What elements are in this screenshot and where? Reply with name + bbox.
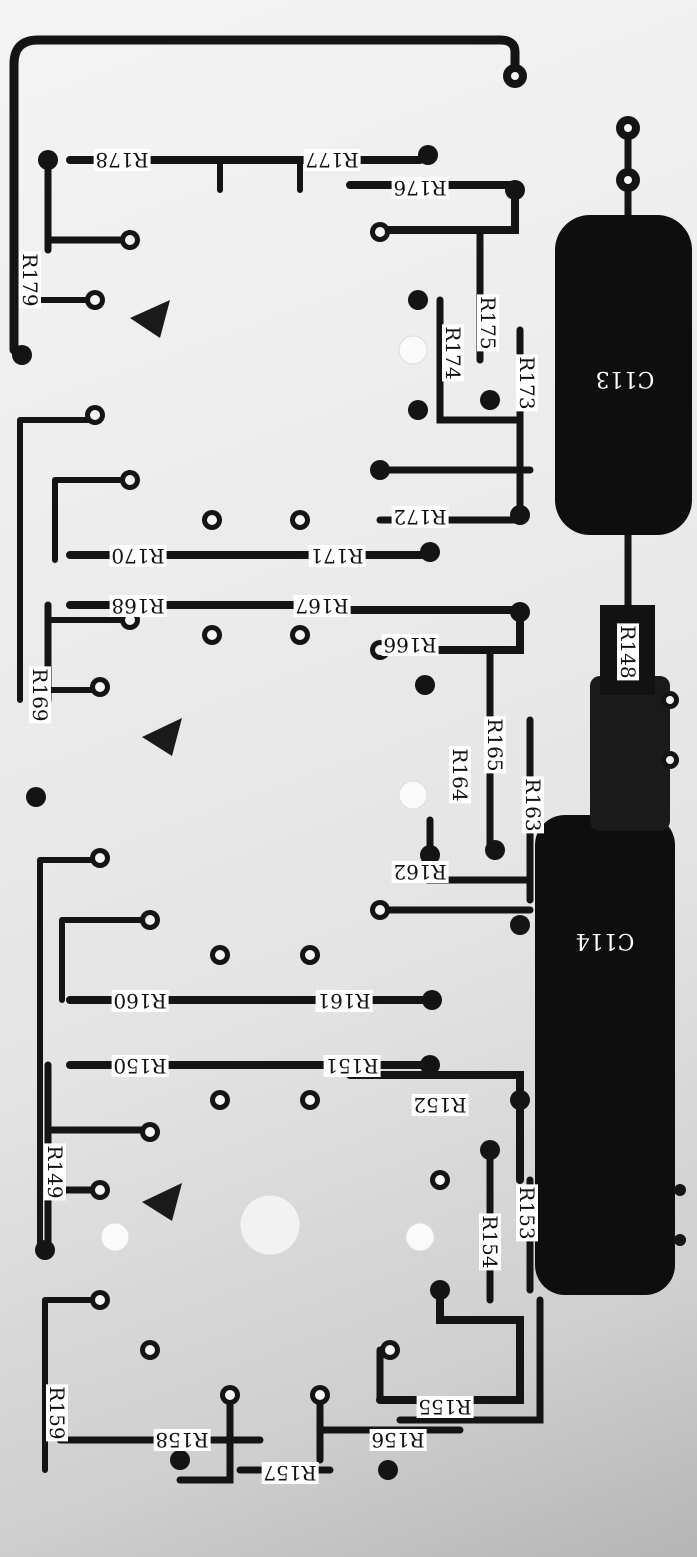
label-r176: R176 [391,176,449,200]
label-r174: R174 [441,324,465,382]
label-r166: R166 [381,633,439,657]
label-r157: R157 [261,1461,319,1485]
label-r162: R162 [391,860,449,884]
label-c114: C114 [575,928,635,953]
capacitor-c114-body [535,815,675,1295]
label-r155: R155 [416,1395,474,1419]
label-c113: C113 [595,366,655,391]
label-r159: R159 [45,1384,69,1442]
label-r173: R173 [515,354,539,412]
label-r154: R154 [478,1213,502,1271]
label-r171: R171 [308,544,366,568]
label-r179: R179 [18,251,42,309]
label-r160: R160 [111,989,169,1013]
label-r170: R170 [109,544,167,568]
label-r175: R175 [476,294,500,352]
label-r178: R178 [93,148,151,172]
label-r150: R150 [111,1054,169,1078]
label-r153: R153 [515,1184,539,1242]
label-r164: R164 [448,746,472,804]
label-r148: R148 [616,623,640,681]
label-r158: R158 [153,1428,211,1452]
capacitor-c113-body [555,215,692,535]
label-r152: R152 [411,1093,469,1117]
label-r151: R151 [323,1054,381,1078]
label-r177: R177 [303,148,361,172]
label-r165: R165 [483,716,507,774]
label-r161: R161 [315,989,373,1013]
label-r167: R167 [293,594,351,618]
label-r149: R149 [43,1143,67,1201]
label-r163: R163 [521,776,545,834]
label-r156: R156 [369,1428,427,1452]
label-r168: R168 [109,594,167,618]
label-r172: R172 [391,505,449,529]
label-r169: R169 [28,666,52,724]
